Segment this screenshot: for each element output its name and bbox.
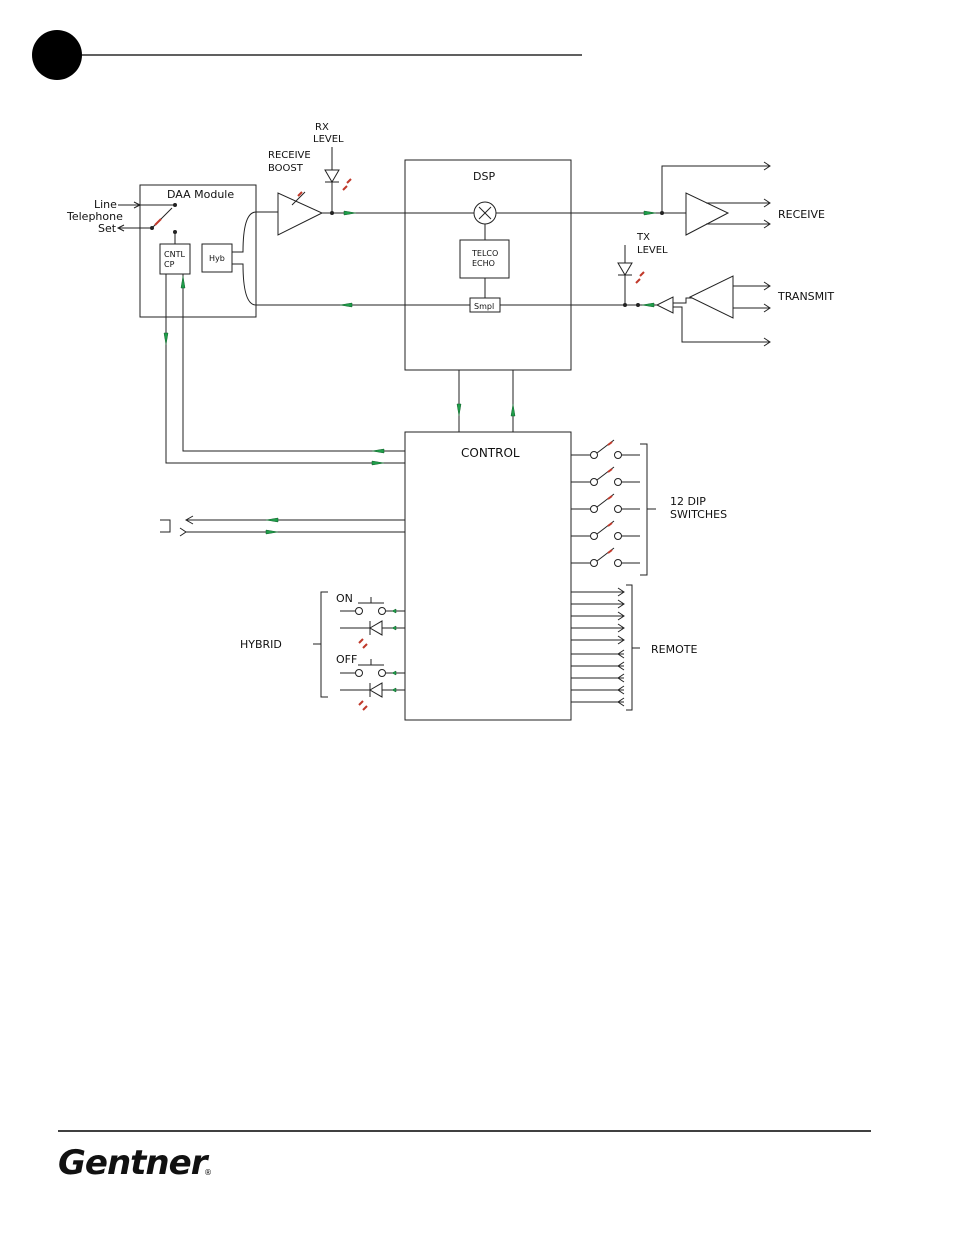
- gentner-logo: Gentner: [58, 1143, 210, 1183]
- daa-module-label: DAA Module: [167, 188, 234, 201]
- remote-label: REMOTE: [651, 643, 697, 656]
- hybrid-off-led: [340, 683, 405, 710]
- transmit-label: TRANSMIT: [777, 290, 834, 303]
- receive-label: RECEIVE: [778, 208, 825, 221]
- dsp-label: DSP: [473, 170, 495, 183]
- receive-boost-amplifier: [278, 193, 322, 235]
- transmit-input-amplifier: [690, 276, 733, 318]
- svg-text:CNTL: CNTL: [164, 250, 185, 259]
- tx-level-label-1: TX: [636, 232, 650, 243]
- svg-text:TELCO: TELCO: [471, 249, 498, 258]
- remote-port: [571, 585, 640, 710]
- hybrid-off-label: OFF: [336, 653, 357, 666]
- rx-level-label-2: LEVEL: [313, 134, 344, 145]
- dip-switch-5[interactable]: [571, 548, 640, 567]
- dip-switch-3[interactable]: [571, 494, 640, 513]
- dip-switches-label-1: 12 DIP: [670, 495, 706, 508]
- tx-level-led: [618, 263, 632, 275]
- control-label: CONTROL: [461, 446, 520, 460]
- set-label: Set: [98, 222, 117, 235]
- receive-boost-label-1: RECEIVE: [268, 150, 311, 161]
- dip-switch-2[interactable]: [571, 467, 640, 486]
- receive-boost-label-2: BOOST: [268, 163, 304, 174]
- hybrid-on-label: ON: [336, 592, 353, 605]
- svg-text:CP: CP: [164, 260, 175, 269]
- dip-switches-label-2: SWITCHES: [670, 508, 727, 521]
- hybrid-label: HYBRID: [240, 638, 282, 651]
- svg-text:ECHO: ECHO: [472, 259, 495, 268]
- transmit-buffer: [657, 297, 673, 313]
- svg-text:Smpl: Smpl: [474, 302, 494, 311]
- hybrid-controls: ON OFF: [313, 592, 405, 710]
- dip-switch-group: [571, 440, 656, 575]
- svg-text:Hyb: Hyb: [209, 254, 225, 263]
- rx-level-label-1: RX: [315, 122, 329, 133]
- dip-switch-4[interactable]: [571, 521, 640, 540]
- chapter-marker: [32, 30, 82, 80]
- control-box: [405, 432, 571, 720]
- receive-output-amplifier: [686, 193, 728, 235]
- registered-mark: ®: [204, 1168, 212, 1177]
- cntl-cp-box: [160, 244, 190, 274]
- tx-level-label-2: LEVEL: [637, 245, 668, 256]
- dip-switch-1[interactable]: [571, 440, 640, 459]
- rx-level-led: [325, 170, 339, 182]
- hybrid-on-led: [340, 621, 405, 648]
